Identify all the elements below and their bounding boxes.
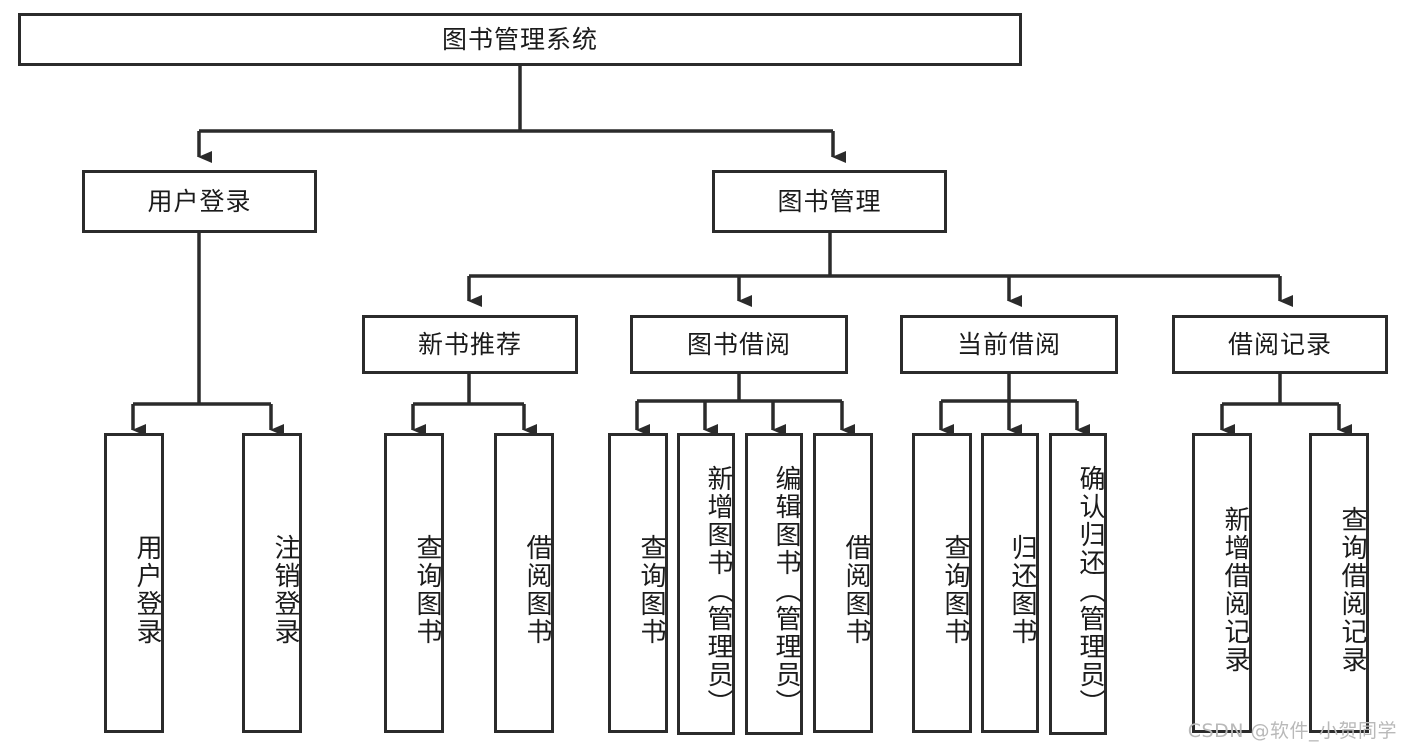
leaf-add-borrow-record[interactable]: 新增借阅记录 — [1192, 433, 1252, 733]
leaf-label: 借阅图书 — [522, 534, 552, 646]
node-book-borrow[interactable]: 图书借阅 — [630, 315, 848, 374]
leaf-return-book[interactable]: 归还图书 — [981, 433, 1039, 733]
leaf-query-book-current[interactable]: 查询图书 — [912, 433, 972, 733]
leaf-label: 查询图书 — [412, 534, 442, 646]
leaf-label: 查询图书 — [636, 534, 666, 646]
leaf-query-book-borrow[interactable]: 查询图书 — [608, 433, 668, 733]
leaf-borrow-book-recommend[interactable]: 借阅图书 — [494, 433, 554, 733]
leaf-edit-book-admin[interactable]: 编辑图书（管理员） — [745, 433, 803, 735]
leaf-label: 查询图书 — [940, 534, 970, 646]
node-book-management[interactable]: 图书管理 — [712, 170, 947, 233]
leaf-label: 注销登录 — [270, 534, 300, 646]
node-root[interactable]: 图书管理系统 — [18, 13, 1022, 66]
leaf-label: 确认归还（管理员） — [1075, 465, 1105, 717]
leaf-user-login[interactable]: 用户登录 — [104, 433, 164, 733]
leaf-label: 新增图书（管理员） — [703, 465, 733, 717]
leaf-label: 归还图书 — [1007, 534, 1037, 646]
node-borrow-record[interactable]: 借阅记录 — [1172, 315, 1388, 374]
leaf-label: 用户登录 — [132, 534, 162, 646]
leaf-query-borrow-record[interactable]: 查询借阅记录 — [1309, 433, 1369, 733]
leaf-label: 借阅图书 — [841, 534, 871, 646]
leaf-borrow-book[interactable]: 借阅图书 — [813, 433, 873, 733]
leaf-add-book-admin[interactable]: 新增图书（管理员） — [677, 433, 735, 735]
leaf-logout[interactable]: 注销登录 — [242, 433, 302, 733]
node-new-book-recommend[interactable]: 新书推荐 — [362, 315, 578, 374]
node-current-borrow[interactable]: 当前借阅 — [900, 315, 1118, 374]
leaf-label: 编辑图书（管理员） — [771, 465, 801, 717]
leaf-label: 新增借阅记录 — [1220, 506, 1250, 674]
node-user-login[interactable]: 用户登录 — [82, 170, 317, 233]
watermark-text: CSDN @软件_小贺同学 — [1187, 720, 1397, 742]
leaf-label: 查询借阅记录 — [1337, 506, 1367, 674]
leaf-confirm-return-admin[interactable]: 确认归还（管理员） — [1049, 433, 1107, 735]
leaf-query-book-recommend[interactable]: 查询图书 — [384, 433, 444, 733]
